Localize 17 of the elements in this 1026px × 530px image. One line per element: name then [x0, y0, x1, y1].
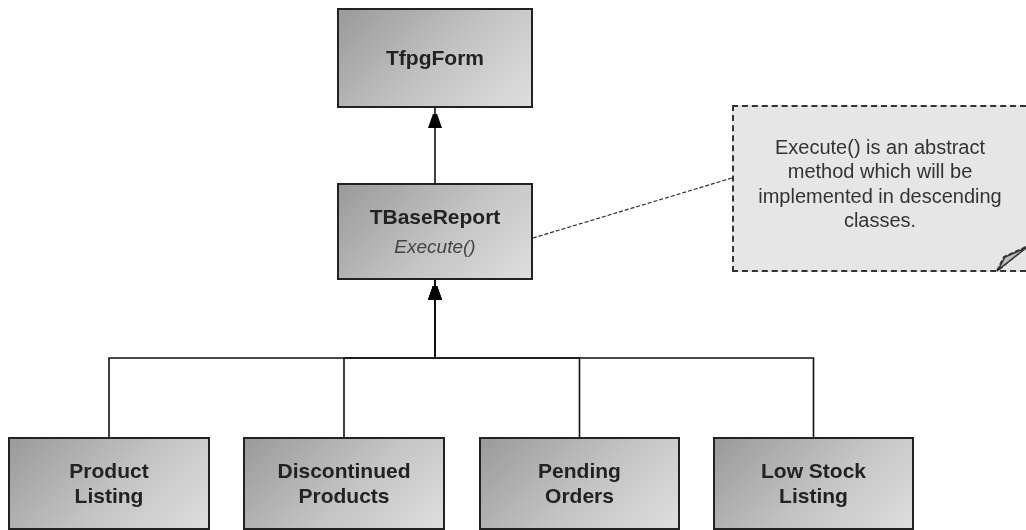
class-name: TfpgForm	[386, 45, 484, 71]
leader-line	[532, 177, 733, 239]
class-name: Pending Orders	[537, 459, 622, 508]
method-name: Execute()	[394, 235, 476, 258]
note-text: Execute() is an abstract method which will be implemented in descending classes.	[757, 134, 1003, 233]
class-name: Product Listing	[68, 459, 150, 508]
class-name: Discontinued Products	[276, 459, 412, 508]
note-box	[732, 105, 1026, 272]
class-box	[713, 437, 914, 530]
class-box	[479, 437, 680, 530]
class-name: TBaseReport	[369, 205, 501, 230]
class-name: Low Stock Listing	[760, 459, 867, 508]
class-box	[243, 437, 445, 530]
class-box	[337, 183, 533, 280]
class-box	[337, 8, 533, 108]
inheritance-arrow	[428, 107, 442, 184]
class-box	[8, 437, 210, 530]
